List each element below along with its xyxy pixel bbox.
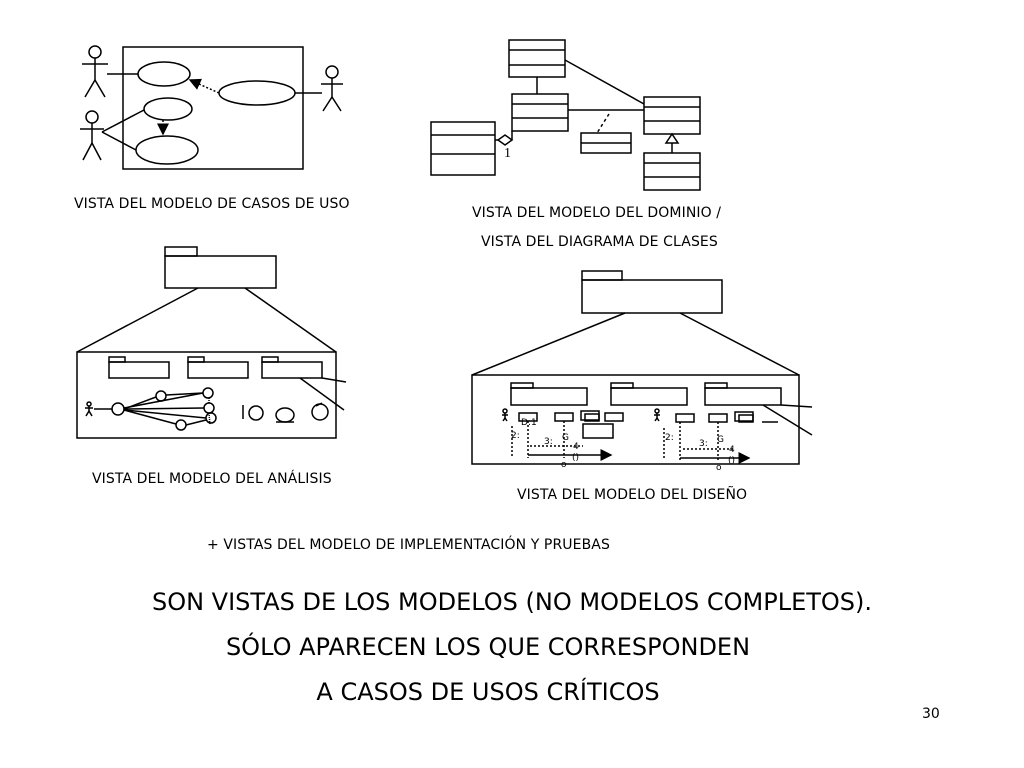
design-container [471,374,800,465]
use-case-view-caption: VISTA DEL MODELO DE CASOS DE USO [74,196,350,212]
actor-icon [321,65,343,112]
sequence-sketch [654,408,778,464]
message-label: D:1 [521,418,537,428]
analysis-diagram [76,246,347,439]
class-box [643,96,701,135]
analysis-container [76,351,337,439]
package-icon [164,246,277,289]
message-label: o [561,460,567,470]
use-case-diagram [80,45,343,170]
use-case-ellipse [135,135,199,165]
package-icon [704,382,782,406]
statement-line-3: A CASOS DE USOS CRÍTICOS [316,678,660,706]
message-label: G [717,435,724,445]
design-view-caption: VISTA DEL MODELO DEL DISEÑO [517,487,748,503]
domain-view-caption-line2: VISTA DEL DIAGRAMA DE CLASES [481,234,718,250]
message-label: 3: [699,439,708,449]
statement-line-2: SÓLO APARECEN LOS QUE CORRESPONDEN [225,633,751,661]
package-icon [610,382,688,406]
package-icon [510,382,588,406]
use-case-ellipse [218,80,296,106]
message-label: 2: [665,433,674,443]
package-icon [261,356,323,379]
actor-icon [82,45,108,98]
package-icon [108,356,170,379]
extra-views-caption: + VISTAS DEL MODELO DE IMPLEMENTACIÓN Y … [207,537,610,553]
message-label: 4 [573,442,579,452]
actor-icon [80,110,104,161]
page-number: 30 [922,706,940,722]
system-boundary [122,46,304,170]
message-label: G [562,433,569,443]
analysis-view-caption: VISTA DEL MODELO DEL ANÁLISIS [92,471,332,487]
inheritance-triangle [664,132,680,144]
use-case-ellipse [137,61,191,87]
aggregation-diamond [496,134,514,146]
use-case-ellipse [143,97,193,121]
class-box [511,93,569,132]
class-box [430,121,496,176]
package-icon [187,356,249,379]
message-label: () [572,453,579,463]
sequence-sketch [502,408,624,461]
message-label: o [716,463,722,473]
class-box [580,132,632,154]
message-label: 3: [544,437,553,447]
message-label: 2: [511,431,520,441]
message-label: 4 [729,445,735,455]
class-box [508,39,566,78]
multiplicity-label: 1 [504,146,511,161]
statement-line-1: SON VISTAS DE LOS MODELOS (NO MODELOS CO… [151,588,873,616]
design-diagram [471,270,813,465]
actor-icon [85,401,93,417]
message-label: () [728,456,735,466]
domain-view-caption-line1: VISTA DEL MODELO DEL DOMINIO / [472,205,722,221]
class-diagram [430,39,701,191]
package-icon [581,270,723,314]
class-box [643,152,701,191]
